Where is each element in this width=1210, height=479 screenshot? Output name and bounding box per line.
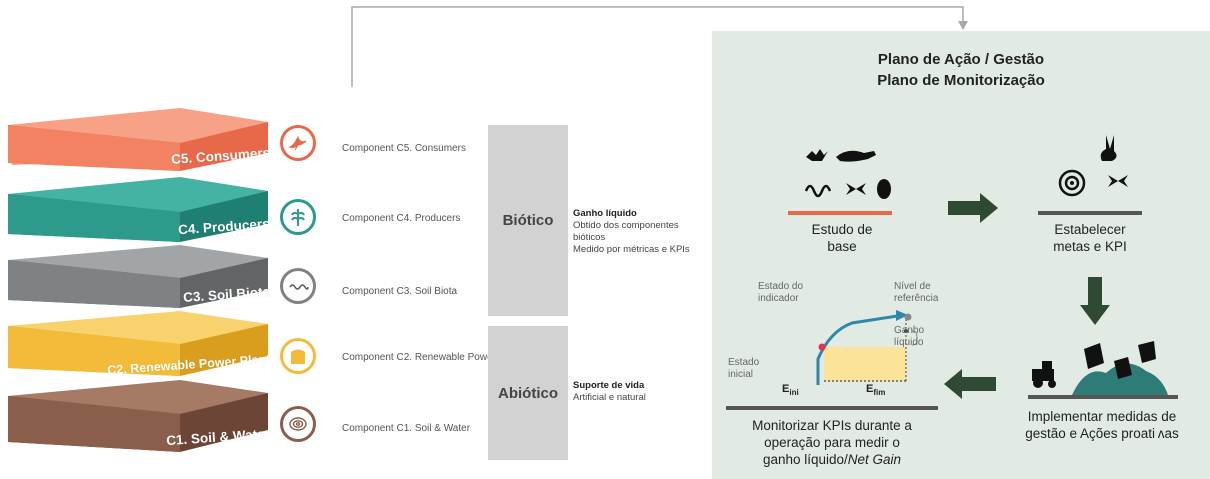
tractor-icon bbox=[1032, 361, 1056, 388]
graph-text: referência bbox=[894, 293, 939, 304]
indicator-curve bbox=[816, 313, 905, 385]
target-icon bbox=[1058, 169, 1086, 197]
biotic-label: Biótico bbox=[502, 212, 554, 229]
baseline-bar bbox=[788, 211, 892, 215]
monitoring-graph bbox=[816, 310, 918, 385]
layer-c2-renewable-power-plant: C2. Renewable Power Plant bbox=[0, 308, 300, 388]
biotic-line: Medido por métricas e KPIs bbox=[573, 244, 690, 255]
abiotic-description: Suporte de vida Artificial e natural bbox=[573, 380, 646, 404]
power-plant-icon bbox=[280, 338, 316, 374]
e-ini-label: Eini bbox=[782, 383, 799, 398]
layer-c4-producers: C4. Producers bbox=[0, 172, 300, 252]
snake-icon bbox=[804, 184, 832, 198]
reference-level-label: Nível de referência bbox=[894, 281, 938, 305]
bird-icon bbox=[280, 125, 316, 161]
monitor-line: ganho líquido/ bbox=[762, 452, 848, 467]
monitor-line: Monitorizar KPIs durante a bbox=[752, 418, 912, 433]
layer-c1-soil-water: C1. Soil & Water bbox=[0, 376, 300, 456]
abiotic-line: Artificial e natural bbox=[573, 392, 646, 403]
biotic-category-bar: Biótico bbox=[488, 125, 568, 316]
panel-title-line: Plano de Monitorização bbox=[877, 72, 1045, 89]
wave-icon bbox=[280, 268, 316, 304]
arrow-left-icon bbox=[944, 369, 996, 399]
wheat-icon bbox=[280, 199, 316, 235]
insect-icon bbox=[1108, 175, 1128, 187]
net-gain-label: Ganho líquido bbox=[894, 325, 924, 349]
targets-line: metas e KPI bbox=[1053, 239, 1127, 254]
component-c3-text: Component C3. Soil Biota bbox=[342, 286, 458, 297]
solar-landscape-icon bbox=[1032, 341, 1168, 395]
targets-bar bbox=[1038, 211, 1142, 215]
panel-title-line: Plano de Ação / Gestão bbox=[877, 51, 1045, 68]
gain-area bbox=[824, 347, 906, 381]
abiotic-category-bar: Abiótico bbox=[488, 326, 568, 460]
graph-text: Ganho bbox=[894, 325, 925, 336]
abiotic-heading: Suporte de vida bbox=[573, 380, 645, 391]
action-plan-panel: Plano de Ação / Gestão Plano de Monitori… bbox=[712, 31, 1210, 479]
insect-icon bbox=[846, 183, 866, 195]
target-icons bbox=[1058, 135, 1128, 197]
abiotic-label: Abiótico bbox=[498, 384, 558, 402]
bat-icon bbox=[806, 149, 828, 161]
layer-c3-soil-biota: C3. Soil Biota bbox=[0, 240, 300, 320]
graph-text: Estado bbox=[728, 357, 760, 368]
baseline-study-line: base bbox=[827, 239, 857, 254]
implement-line: Implementar medidas de bbox=[1027, 409, 1177, 424]
monitor-label: Monitorizar KPIs durante a operação para… bbox=[712, 417, 952, 468]
arrow-down-icon bbox=[1080, 277, 1110, 325]
monitor-line: operação para medir o bbox=[764, 435, 900, 450]
indicator-state-label: Estado do indicador bbox=[758, 281, 803, 305]
component-c2-text: Component C2. Renewable Power bbox=[342, 352, 496, 363]
wildlife-icons bbox=[804, 149, 891, 199]
baseline-study-label: Estudo de base bbox=[782, 221, 902, 255]
arrow-right-icon bbox=[948, 193, 998, 223]
targets-label: Estabelecer metas e KPI bbox=[1028, 221, 1152, 255]
layer-c5-consumers: C5. Consumers bbox=[0, 105, 300, 185]
biotic-line: bióticos bbox=[573, 232, 606, 243]
implement-line: gestão e Ações proati ʌas bbox=[1025, 426, 1179, 441]
graph-text: Estado do bbox=[758, 281, 804, 292]
e-fim-label: Efim bbox=[866, 383, 886, 398]
baseline-study-line: Estudo de bbox=[811, 222, 873, 237]
reference-level-dot bbox=[904, 313, 912, 321]
rabbit-icon bbox=[1100, 135, 1117, 161]
feedback-connector bbox=[351, 6, 968, 87]
monitor-bar bbox=[726, 406, 938, 410]
biotic-description: Ganho líquido Obtido dos componentes bió… bbox=[573, 208, 690, 256]
targets-line: Estabelecer bbox=[1054, 222, 1126, 237]
weasel-icon bbox=[836, 150, 876, 162]
biotic-line: Obtido dos componentes bbox=[573, 220, 679, 231]
monitor-line-italic: Net Gain bbox=[847, 452, 902, 467]
solar-panel-icon bbox=[1084, 341, 1156, 379]
panel-title: Plano de Ação / Gestão Plano de Monitori… bbox=[712, 49, 1210, 91]
component-c1-text: Component C1. Soil & Water bbox=[342, 423, 471, 434]
graph-text: indicador bbox=[758, 293, 799, 304]
initial-state-dot bbox=[818, 343, 826, 351]
implement-label: Implementar medidas de gestão e Ações pr… bbox=[1012, 408, 1192, 442]
graph-text: inicial bbox=[728, 369, 754, 380]
component-c5-text: Component C5. Consumers bbox=[342, 143, 466, 154]
component-c4-text: Component C4. Producers bbox=[342, 213, 461, 224]
soil-icon bbox=[280, 406, 316, 442]
owl-icon bbox=[877, 179, 891, 199]
graph-text: Nível de bbox=[894, 281, 931, 292]
implement-bar bbox=[1028, 395, 1178, 399]
biotic-heading: Ganho líquido bbox=[573, 208, 637, 219]
graph-text: líquido bbox=[894, 337, 924, 348]
initial-state-label: Estado inicial bbox=[728, 357, 759, 381]
